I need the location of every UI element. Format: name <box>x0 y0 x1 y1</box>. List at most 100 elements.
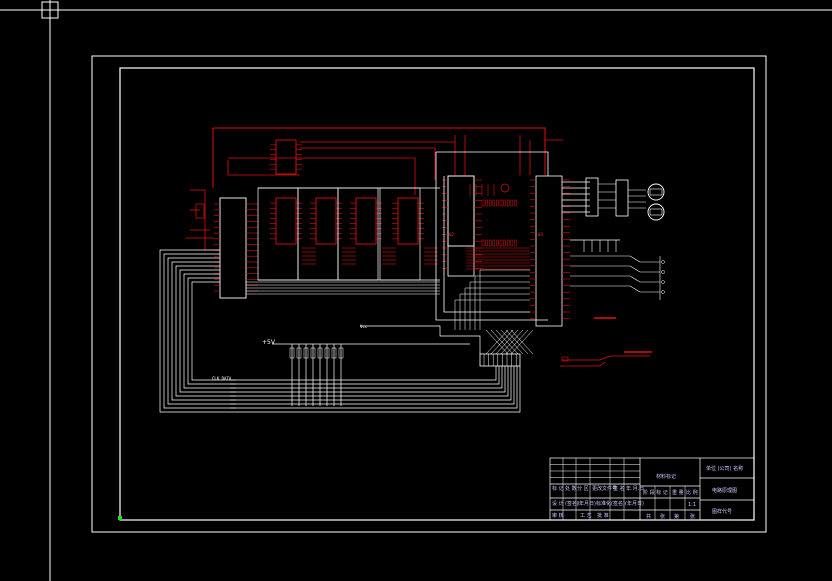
tb-row2-2: (年月日) <box>577 500 596 507</box>
pullup-7 <box>338 347 344 359</box>
res-1 <box>561 356 569 362</box>
dip-1-4 <box>496 239 499 247</box>
wire-283 <box>360 325 481 354</box>
motor-symbol-icon-2 <box>647 203 665 221</box>
pullup-3 <box>310 347 316 359</box>
power-label: +5V <box>262 339 276 346</box>
material-label: 材料标记 <box>656 473 676 480</box>
tb-row1-0: 标 记 <box>552 485 564 492</box>
wire-1 <box>213 127 546 175</box>
drawing-code: 图样代号 <box>712 508 732 515</box>
pullup-5 <box>324 347 330 359</box>
dip-1-8 <box>510 239 514 247</box>
motor-shaft-2 <box>649 208 663 216</box>
dip-0-4 <box>496 199 499 207</box>
wire-281 <box>510 329 534 355</box>
dip-1-3 <box>492 239 496 247</box>
tb-row1-3: 更改文件号 <box>592 485 617 492</box>
dip-0-8 <box>510 199 514 207</box>
wire-316 <box>469 281 530 330</box>
wire-299 <box>187 277 500 385</box>
wire-294 <box>167 257 515 405</box>
ucs-marker <box>118 516 122 520</box>
sheet-1: 张 <box>660 513 665 520</box>
schematic <box>159 127 665 413</box>
stage-header-2: 比 例 <box>686 489 698 496</box>
pullup-1 <box>296 347 302 359</box>
net-label: Vcc <box>360 324 368 329</box>
org-name: 单位 (公司) 名称 <box>706 465 743 472</box>
driver-frame-1 <box>297 187 339 281</box>
driver-chip-1 <box>315 197 337 245</box>
dip-0-3 <box>492 199 496 207</box>
dip-0-5 <box>499 199 503 207</box>
driver-frame-0 <box>257 187 299 281</box>
dip-1-9 <box>514 239 517 247</box>
wire-2 <box>227 160 300 176</box>
wire-255 <box>570 275 660 283</box>
tb-row2-4: (签名) <box>611 500 625 507</box>
wire-55 <box>190 189 220 251</box>
u2-chip <box>447 175 475 277</box>
osc <box>500 183 510 193</box>
tb-row2-3: 标准化 <box>596 500 611 507</box>
dip-1-6 <box>503 239 506 247</box>
sw-node-3 <box>661 290 665 294</box>
wire-317 <box>464 287 530 330</box>
dip-0-2 <box>488 199 492 207</box>
wire-295 <box>171 261 512 401</box>
wire-232 <box>443 176 530 313</box>
driver-chip-3 <box>397 197 419 245</box>
driver-block-1 <box>585 177 599 217</box>
driver-frame-2 <box>337 187 379 281</box>
driver-frame-3 <box>379 187 421 281</box>
wire-256 <box>570 285 660 293</box>
outer-frame <box>91 55 767 533</box>
driver-chip-2 <box>355 197 377 245</box>
sw-node-2 <box>661 280 665 284</box>
dip-1-0 <box>481 239 485 247</box>
wire-296 <box>175 265 509 397</box>
ic-u3-label: U3 <box>538 232 543 237</box>
pullup-4 <box>317 347 323 359</box>
connector-block <box>479 353 521 367</box>
driver-chip-0 <box>275 197 297 245</box>
wire-254 <box>570 265 660 273</box>
wire-300 <box>191 281 497 381</box>
stage-header-1: 重 量 <box>672 489 684 496</box>
dip-0-9 <box>514 199 517 207</box>
pullup-6 <box>331 347 337 359</box>
tb-row1-4: 签 名 <box>613 485 625 492</box>
wire-318 <box>459 293 530 330</box>
u3-chip <box>535 175 563 327</box>
wire-298 <box>183 273 503 389</box>
sheet-2: 第 <box>674 513 679 520</box>
dip-0-7 <box>506 199 510 207</box>
dip-0-0 <box>481 199 485 207</box>
mcu-chip <box>219 197 247 299</box>
tb-row3-1: 工 艺 <box>580 513 592 519</box>
tb-row3-0: 审 核 <box>552 512 564 519</box>
dip-1-2 <box>488 239 492 247</box>
wire-292 <box>159 249 521 413</box>
wire-279 <box>505 329 529 355</box>
sw-node-1 <box>661 270 665 274</box>
wire-319 <box>454 299 530 330</box>
dip-1-7 <box>506 239 510 247</box>
dip-1-1 <box>485 239 488 247</box>
tb-row1-1: 处 数 <box>565 485 577 492</box>
wire-277 <box>500 329 524 355</box>
wire-293 <box>163 253 518 409</box>
tb-row2-1: (签名) <box>565 500 579 507</box>
motor-shaft-1 <box>649 188 663 196</box>
motor-symbol-icon <box>647 183 665 201</box>
dip-0-6 <box>503 199 506 207</box>
inner-frame <box>119 67 755 521</box>
tb-row3-2: 批 准 <box>597 512 609 519</box>
pullup-2 <box>303 347 309 359</box>
stage-header-0: 阶 段 标 记 <box>643 489 668 496</box>
tb-row2-0: 设 计 <box>552 500 564 507</box>
sheet-3: 张 <box>690 513 695 520</box>
